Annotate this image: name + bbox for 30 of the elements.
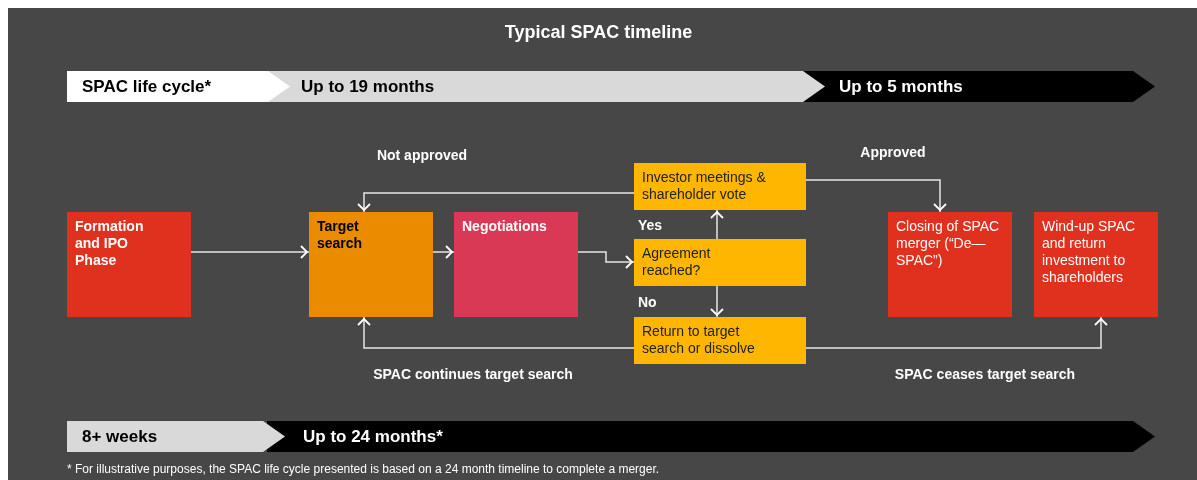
timeline-band: 8+ weeks	[67, 421, 285, 452]
process-box: Formation and IPO Phase	[67, 212, 191, 317]
edge-label: No	[636, 294, 659, 310]
timeline-band: SPAC life cycle*	[67, 71, 290, 102]
process-box: Target search	[309, 212, 433, 317]
arrow	[805, 316, 1108, 349]
process-box: Return to target search or dissolve	[634, 317, 806, 364]
arrow	[577, 251, 635, 269]
arrow	[710, 285, 724, 318]
footnote: * For illustrative purposes, the SPAC life cycle presented is based on a 24 month timeline to complete a merger.	[67, 462, 660, 476]
process-box: Agreement reached?	[634, 239, 806, 286]
edge-label: Not approved	[374, 147, 470, 163]
edge-label: Yes	[636, 217, 665, 233]
arrow	[357, 316, 635, 349]
diagram-title: Typical SPAC timeline	[504, 22, 693, 42]
process-box: Wind-up SPAC and return investment to shareholders	[1034, 212, 1158, 317]
edge-label: SPAC ceases target search	[892, 366, 1078, 382]
timeline-band: Up to 24 months*	[267, 421, 1155, 452]
arrow	[432, 245, 455, 259]
timeline-band: Up to 5 months	[803, 71, 1155, 102]
timeline-band: Up to 19 months	[268, 71, 825, 102]
arrow	[357, 192, 635, 213]
arrow	[710, 209, 724, 240]
arrow	[805, 179, 947, 213]
process-box: Negotiations	[454, 212, 578, 317]
edge-label: SPAC continues target search	[371, 366, 575, 382]
process-box: Investor meetings & shareholder vote	[634, 163, 806, 210]
arrow	[190, 245, 310, 259]
edge-label: Approved	[858, 144, 928, 160]
process-box: Closing of SPAC merger (“De—SPAC”)	[888, 212, 1012, 317]
